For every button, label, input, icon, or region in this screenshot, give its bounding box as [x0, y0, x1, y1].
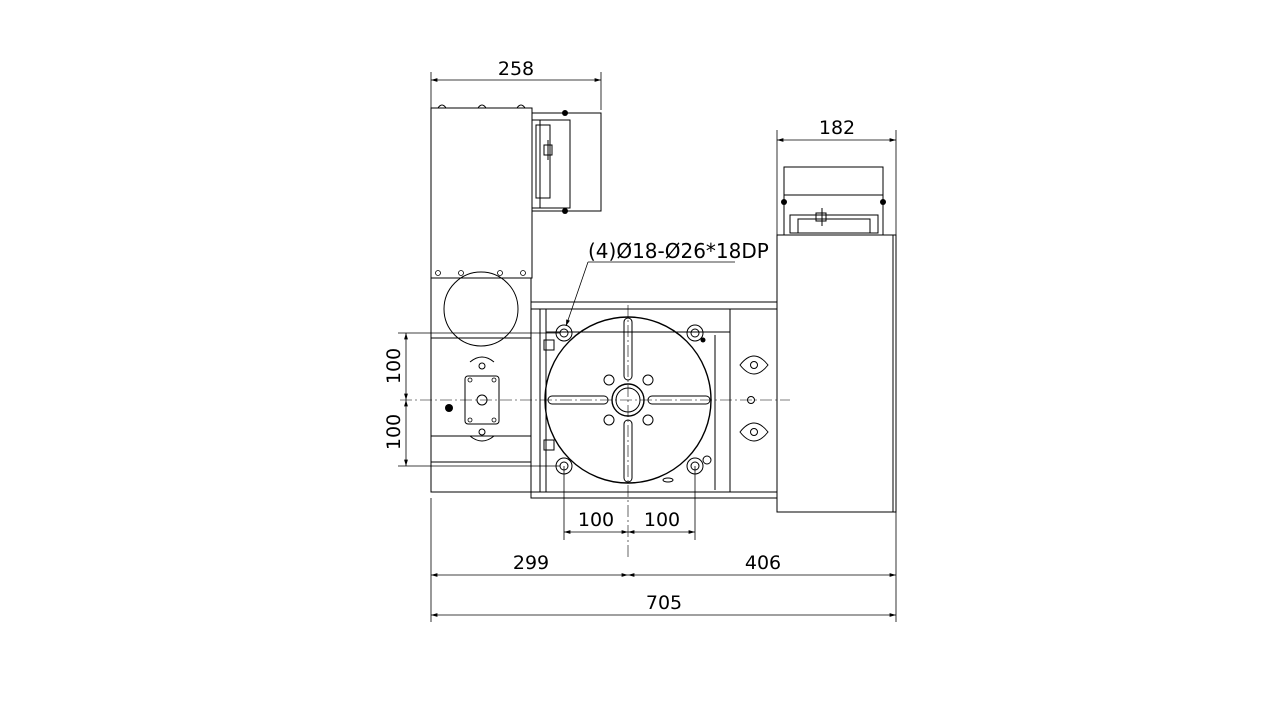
counterbore-holes: [555, 324, 712, 475]
dim-overall: 705: [431, 592, 896, 617]
right-motor-housing: [776, 234, 897, 513]
dim-label-182: 182: [819, 117, 855, 139]
dim-label-vertical-lower: 100: [383, 414, 405, 450]
dim-center-offsets: 299 406: [430, 498, 897, 622]
left-motor-housing: [430, 104, 533, 279]
dim-vertical: 100 100: [383, 332, 560, 467]
dim-label-705: 705: [646, 592, 682, 614]
dim-label-vertical-upper: 100: [383, 348, 405, 384]
hole-callout: (4)Ø18-Ø26*18DP: [565, 239, 769, 327]
dim-hole-spacing: 100 100: [563, 466, 696, 540]
left-connector-box: [531, 110, 602, 214]
left-body: [430, 271, 532, 493]
dim-top-left-width: 258: [430, 58, 602, 110]
center-lines: [400, 305, 790, 560]
dim-label-hole-right: 100: [644, 509, 680, 531]
dim-label-406: 406: [745, 552, 781, 574]
dim-label-258: 258: [498, 58, 534, 80]
dim-label-299: 299: [513, 552, 549, 574]
dim-label-hole-left: 100: [578, 509, 614, 531]
right-connector-box: [781, 166, 886, 236]
dim-top-right-width: 182: [776, 117, 897, 235]
hole-spec-label: (4)Ø18-Ø26*18DP: [588, 239, 769, 263]
